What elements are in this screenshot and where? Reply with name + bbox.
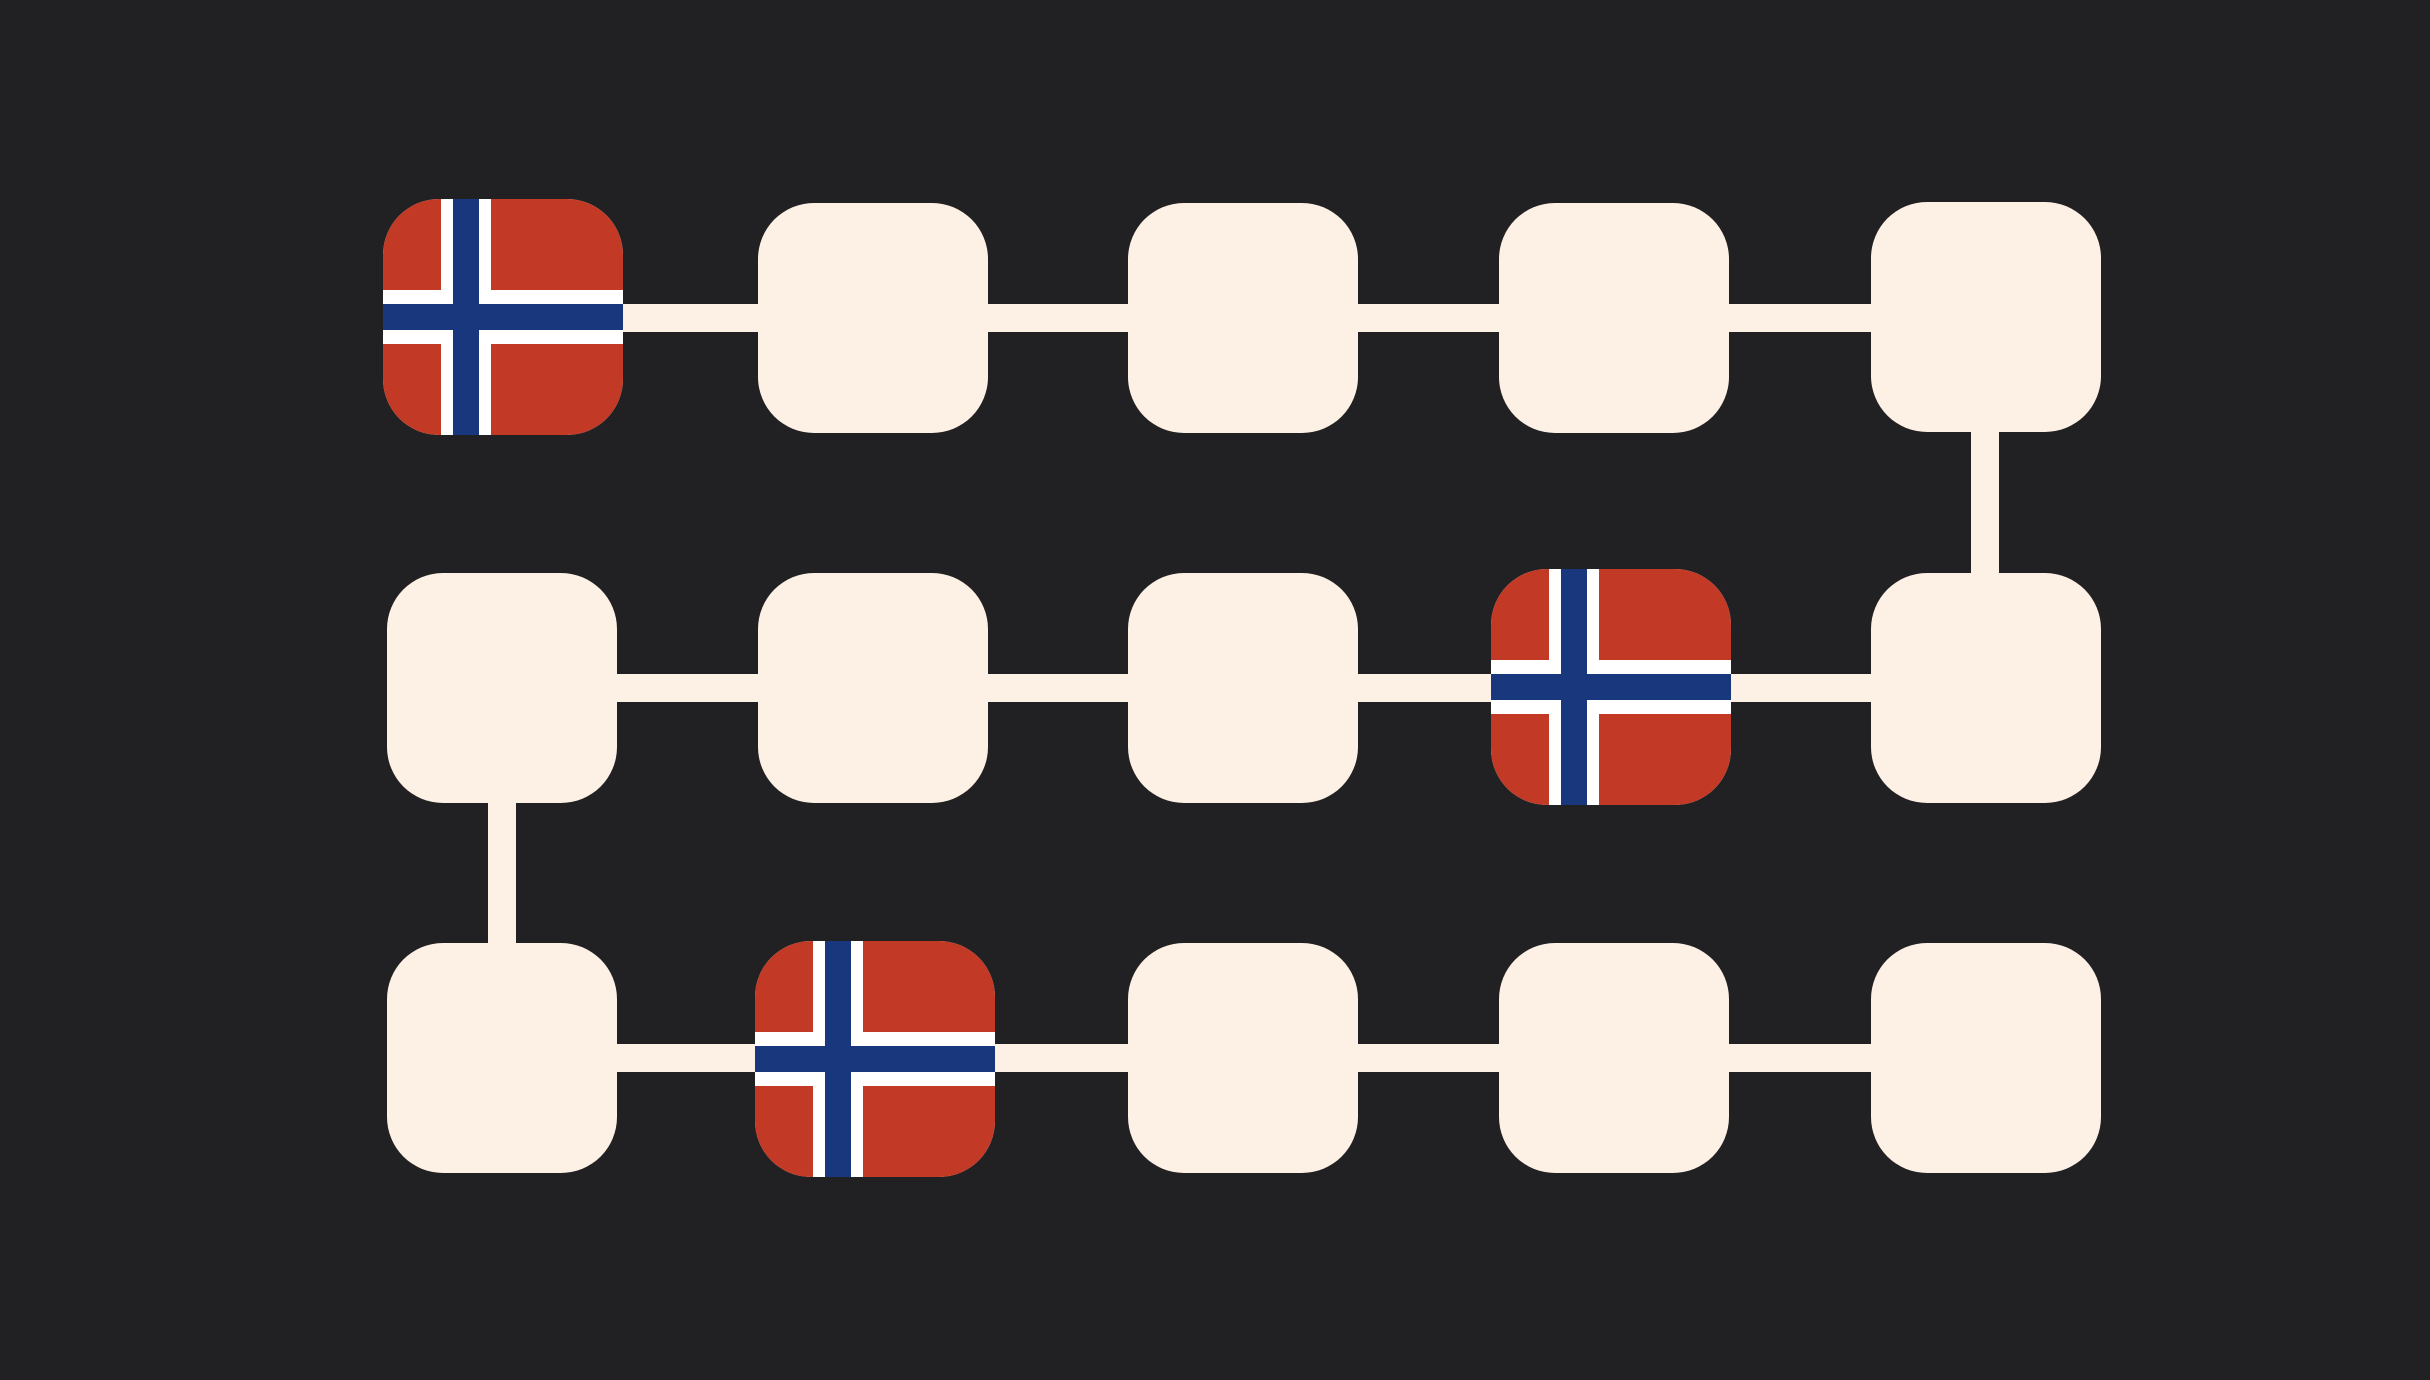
path-connector — [980, 674, 1135, 702]
board-tile-r3c3[interactable] — [1128, 943, 1358, 1173]
board-tile-r2c5[interactable] — [1871, 573, 2101, 803]
path-connector — [980, 304, 1135, 332]
board-tile-r3c4[interactable] — [1499, 943, 1729, 1173]
path-connector — [488, 795, 516, 950]
path-connector — [1720, 304, 1880, 332]
board-tile-r3c2[interactable] — [755, 941, 995, 1177]
path-connector — [1720, 1044, 1880, 1072]
path-connector — [1350, 1044, 1505, 1072]
norway-flag-icon — [755, 941, 995, 1177]
path-connector — [1720, 674, 1880, 702]
path-connector — [610, 304, 785, 332]
board-tile-r1c3[interactable] — [1128, 203, 1358, 433]
path-connector — [610, 1044, 765, 1072]
board-tile-r3c5[interactable] — [1871, 943, 2101, 1173]
board-tile-r1c1[interactable] — [383, 199, 623, 435]
board-tile-r2c3[interactable] — [1128, 573, 1358, 803]
path-connector — [980, 1044, 1135, 1072]
path-connector — [1971, 425, 1999, 580]
norway-flag-icon — [383, 199, 623, 435]
path-connector — [610, 674, 765, 702]
board-tile-r2c1[interactable] — [387, 573, 617, 803]
board-tile-r3c1[interactable] — [387, 943, 617, 1173]
path-connector — [1350, 304, 1505, 332]
board-tile-r1c5[interactable] — [1871, 202, 2101, 432]
path-connector — [1350, 674, 1505, 702]
board-tile-r2c4[interactable] — [1491, 569, 1731, 805]
board-tile-r1c2[interactable] — [758, 203, 988, 433]
norway-flag-icon — [1491, 569, 1731, 805]
board-tile-r1c4[interactable] — [1499, 203, 1729, 433]
board-tile-r2c2[interactable] — [758, 573, 988, 803]
